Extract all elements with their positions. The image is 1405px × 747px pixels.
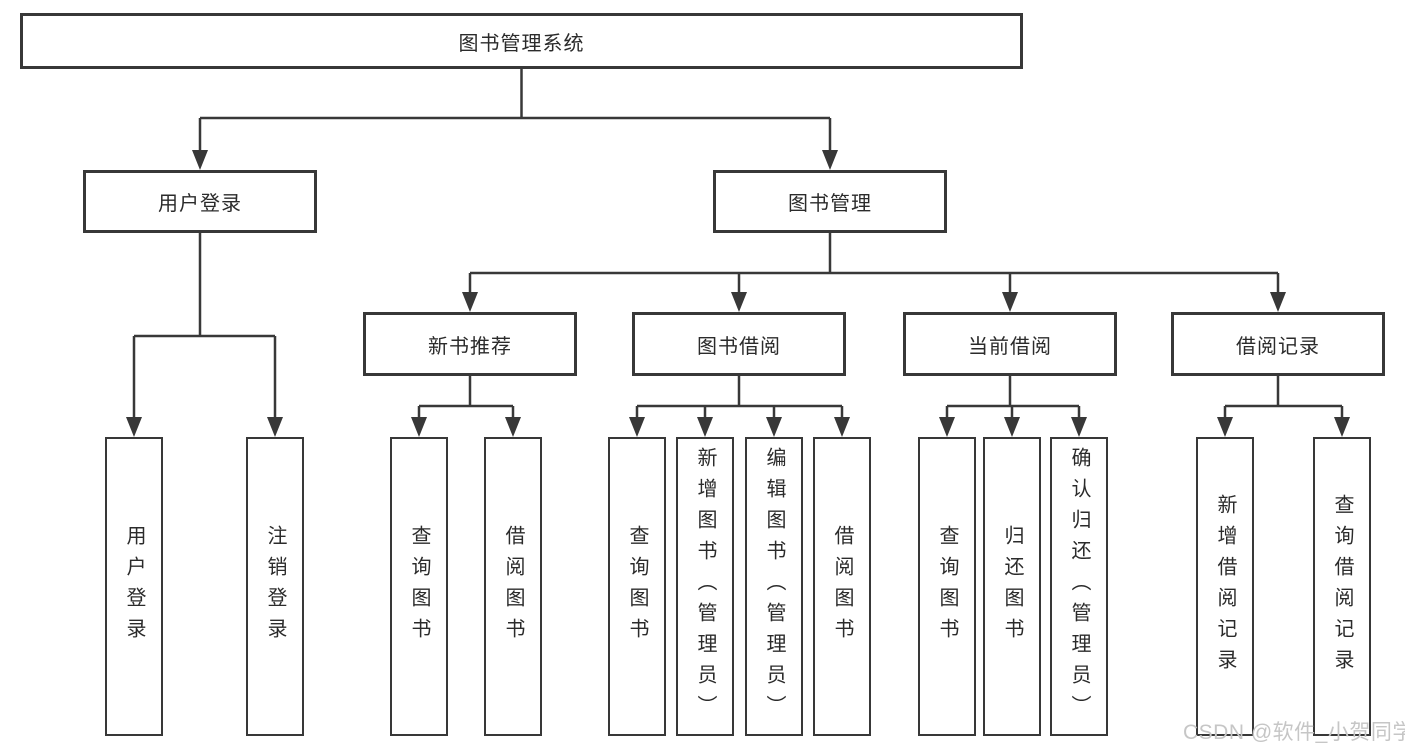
leaf-borrow-books-2: 借阅图书 xyxy=(813,437,871,736)
node-label: 借阅记录 xyxy=(1236,335,1320,358)
leaf-add-books-admin: 新增图书（管理员） xyxy=(676,437,734,736)
node-borrow-records: 借阅记录 xyxy=(1171,312,1385,376)
leaf-edit-books-admin: 编辑图书（管理员） xyxy=(745,437,803,736)
leaf-label: 确认归还（管理员） xyxy=(1068,447,1090,726)
node-book-management: 图书管理 xyxy=(713,170,947,233)
node-current-borrow: 当前借阅 xyxy=(903,312,1117,376)
leaf-label: 查询借阅记录 xyxy=(1331,493,1353,680)
leaf-label: 查询图书 xyxy=(626,524,648,649)
node-user-login: 用户登录 xyxy=(83,170,317,233)
leaf-label: 归还图书 xyxy=(1001,524,1023,649)
leaf-label: 新增借阅记录 xyxy=(1214,493,1236,680)
node-label: 用户登录 xyxy=(158,193,242,215)
node-label: 图书管理系统 xyxy=(458,32,585,55)
leaf-query-borrow-record: 查询借阅记录 xyxy=(1313,437,1371,736)
leaf-query-books-2: 查询图书 xyxy=(608,437,666,736)
leaf-query-books-3: 查询图书 xyxy=(918,437,976,736)
leaf-user-login: 用户登录 xyxy=(105,437,163,736)
leaf-query-books-1: 查询图书 xyxy=(390,437,448,736)
node-label: 图书管理 xyxy=(788,193,872,215)
csdn-watermark: CSDN @软件_小贺同学 xyxy=(1183,721,1405,744)
leaf-label: 查询图书 xyxy=(936,524,958,649)
node-new-book-recommend: 新书推荐 xyxy=(363,312,577,376)
leaf-label: 新增图书（管理员） xyxy=(694,447,716,726)
leaf-label: 编辑图书（管理员） xyxy=(763,447,785,726)
leaf-logout: 注销登录 xyxy=(246,437,304,736)
node-label: 图书借阅 xyxy=(697,335,781,358)
leaf-label: 用户登录 xyxy=(123,524,145,649)
leaf-return-books: 归还图书 xyxy=(983,437,1041,736)
leaf-label: 查询图书 xyxy=(408,524,430,649)
leaf-label: 注销登录 xyxy=(264,524,286,649)
leaf-add-borrow-record: 新增借阅记录 xyxy=(1196,437,1254,736)
leaf-label: 借阅图书 xyxy=(502,524,524,649)
leaf-label: 借阅图书 xyxy=(831,524,853,649)
leaf-borrow-books-1: 借阅图书 xyxy=(484,437,542,736)
leaf-confirm-return-admin: 确认归还（管理员） xyxy=(1050,437,1108,736)
node-book-borrow: 图书借阅 xyxy=(632,312,846,376)
node-label: 新书推荐 xyxy=(428,335,512,358)
node-label: 当前借阅 xyxy=(968,335,1052,358)
node-library-management-system: 图书管理系统 xyxy=(20,13,1023,69)
